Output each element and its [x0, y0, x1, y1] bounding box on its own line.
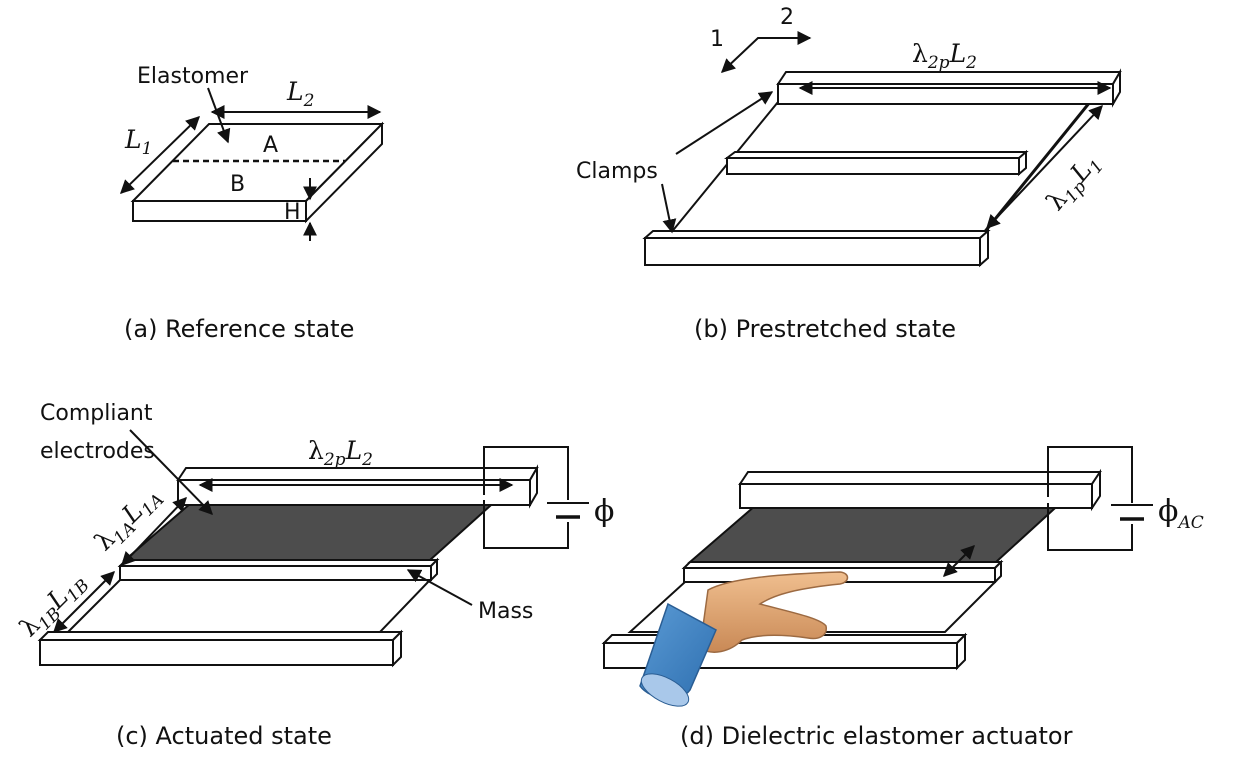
- clamp-pointer-top: [675, 91, 774, 155]
- region-a-label: A: [263, 133, 278, 158]
- l1-label: L1: [124, 125, 152, 159]
- panel-b: [642, 31, 1122, 268]
- region-b-label: B: [230, 172, 245, 197]
- electrodes-label-line2: electrodes: [40, 439, 155, 464]
- d-top-clamp: [739, 483, 1093, 509]
- elastomer-front-face: [132, 200, 307, 222]
- side-dim-arrow: [986, 104, 1103, 230]
- bottom-clamp-side: [979, 228, 989, 268]
- top-clamp-side: [1112, 68, 1121, 108]
- direction-1-label: 1: [710, 27, 724, 52]
- caption-c: (c) Actuated state: [116, 722, 332, 750]
- clamp-pointer-bottom: [661, 183, 677, 234]
- direction-axes: [720, 31, 812, 73]
- caption-d: (d) Dielectric elastomer actuator: [680, 722, 1073, 750]
- hand-icon: [639, 571, 849, 707]
- mass-label: Mass: [478, 599, 533, 624]
- caption-a: (a) Reference state: [124, 315, 354, 343]
- thickness-label: H: [284, 200, 301, 225]
- middle-clamp-front: [726, 157, 1020, 175]
- lower-membrane: [65, 579, 433, 633]
- c-bottom-clamp: [39, 639, 394, 666]
- l2-label: L2: [286, 77, 314, 111]
- c-dim-b-arrow: [53, 571, 115, 633]
- b-side-dim-label: λ1pL1: [1040, 147, 1108, 219]
- c-circuit: [483, 446, 569, 500]
- elastomer-label: Elastomer: [137, 64, 249, 89]
- compliant-electrode: [122, 496, 503, 561]
- panel-a: [119, 87, 385, 241]
- elastomer-pointer: [207, 87, 231, 144]
- caption-b: (b) Prestretched state: [694, 315, 956, 343]
- panel-c: [37, 429, 589, 668]
- electrodes-label-line1: Compliant: [40, 401, 153, 426]
- d-circuit-return: [1047, 503, 1133, 551]
- c-top-clamp: [177, 479, 531, 506]
- vibration-arrow: [943, 545, 975, 577]
- top-clamp-top: [776, 71, 1122, 85]
- c-top-dim-label: λ2pL2: [308, 436, 373, 470]
- elastomer-side-face: [305, 121, 383, 224]
- c-dim-a-arrow: [121, 496, 187, 567]
- l1-arrow: [119, 116, 201, 194]
- c-circuit-return: [483, 500, 569, 549]
- c-voltage-label: ϕ: [594, 494, 614, 529]
- clamps-label: Clamps: [576, 159, 658, 184]
- bottom-clamp-front: [644, 237, 981, 266]
- d-voltage-label: ϕAC: [1158, 494, 1204, 533]
- b-top-dim-label: λ2pL2: [912, 39, 977, 73]
- mass-pointer: [406, 569, 473, 606]
- direction-2-label: 2: [780, 5, 794, 30]
- c-mass: [119, 565, 432, 581]
- d-circuit: [1047, 446, 1133, 503]
- electrode-pointer: [129, 429, 213, 516]
- bottom-clamp-top: [642, 230, 991, 239]
